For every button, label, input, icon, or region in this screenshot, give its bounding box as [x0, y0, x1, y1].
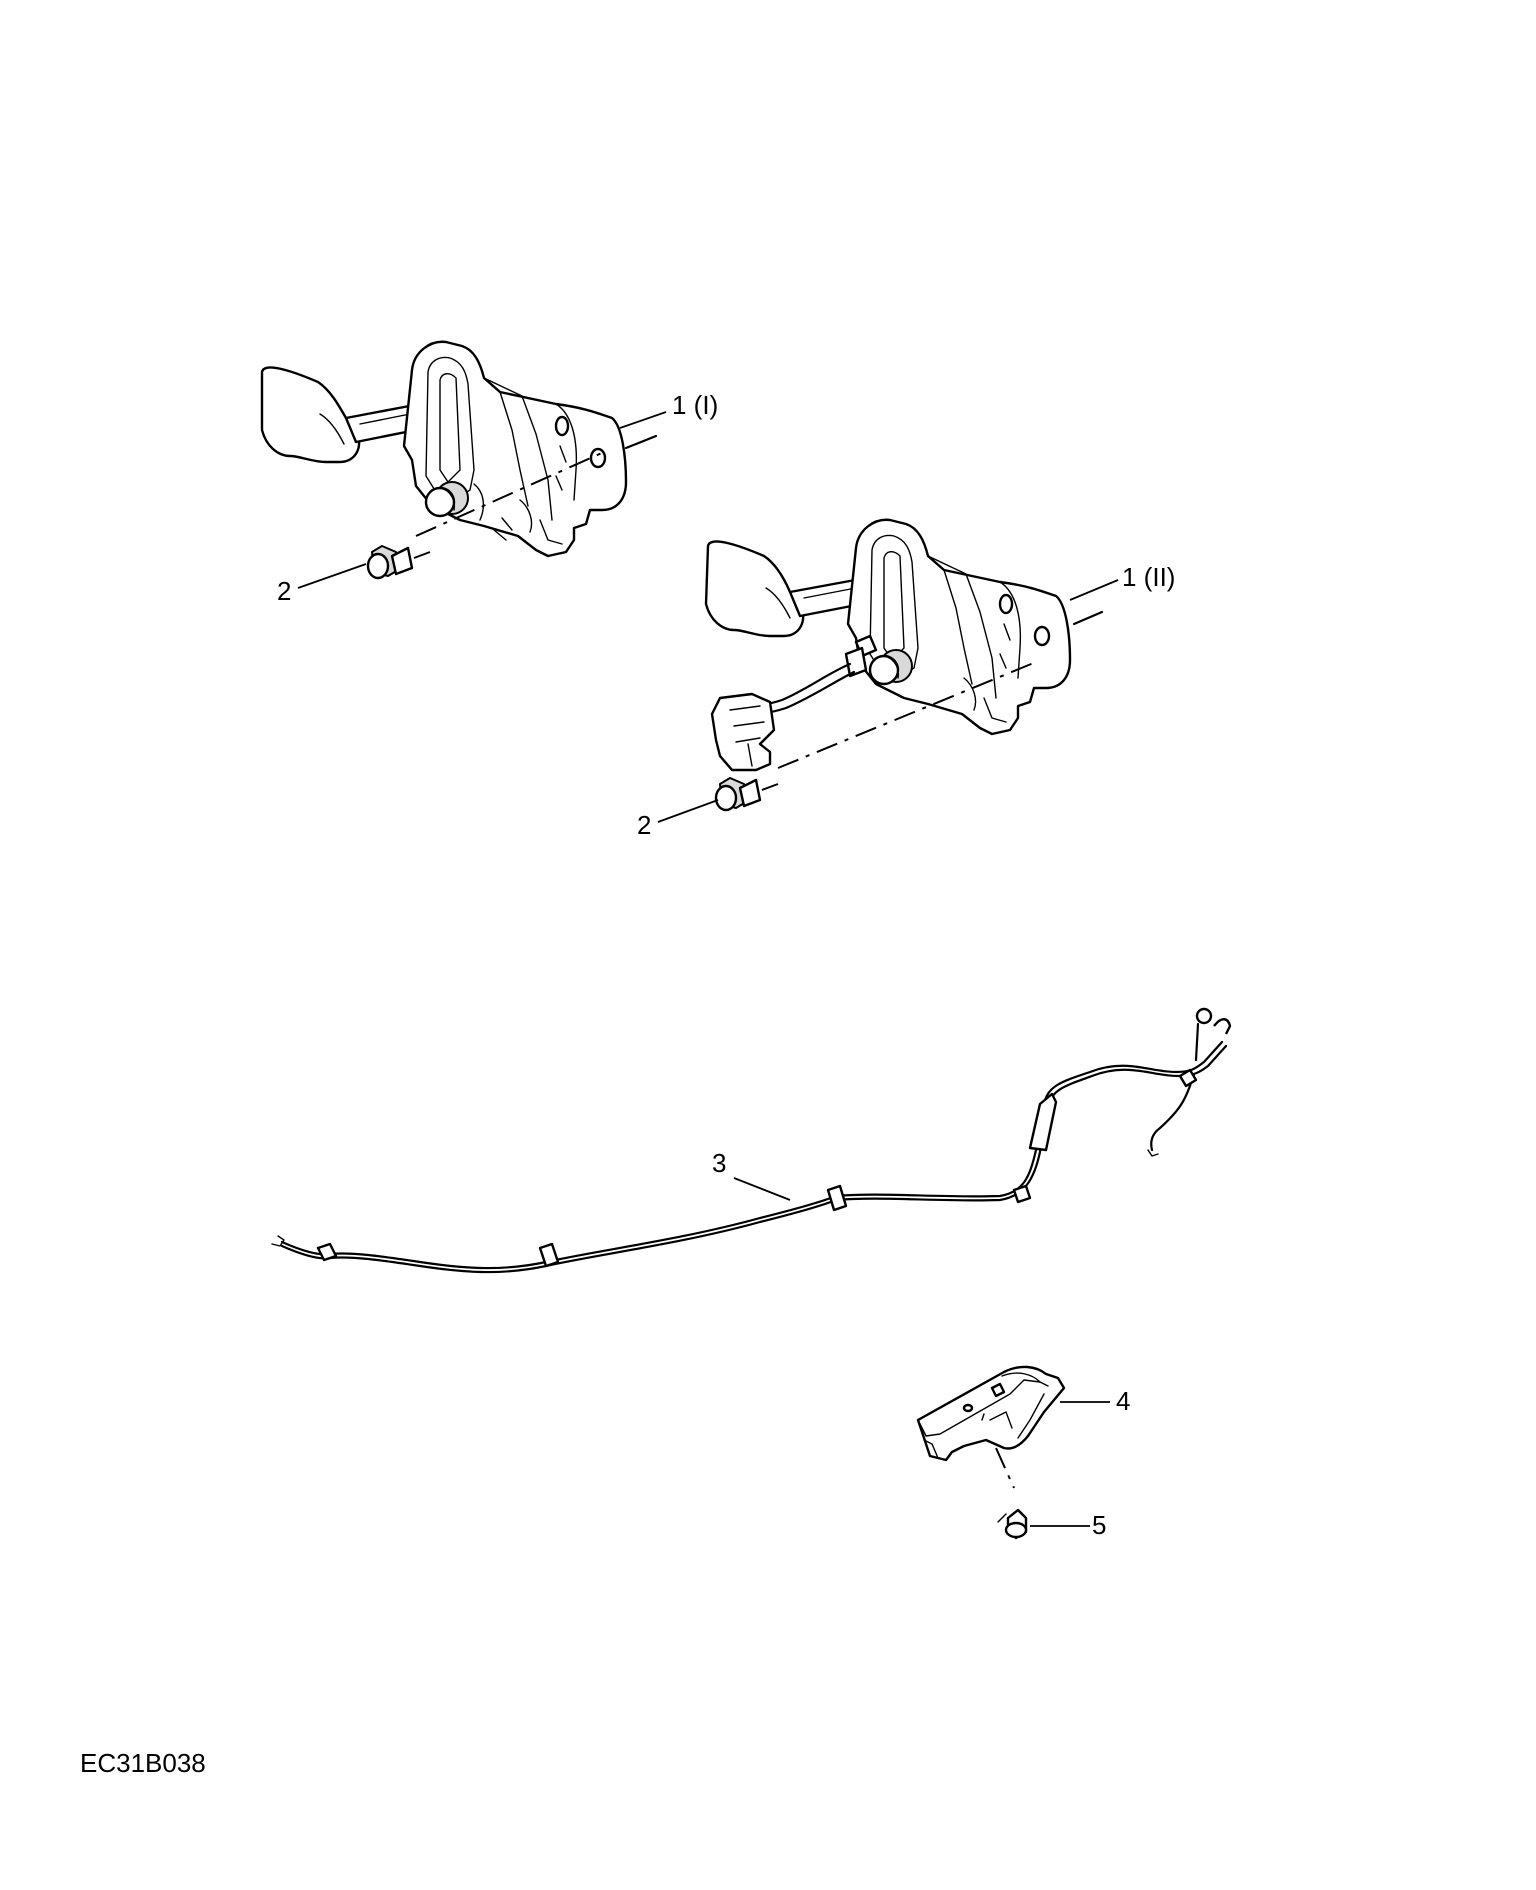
callout-5: 5 — [1092, 1510, 1106, 1540]
drawing-code: EC31B038 — [80, 1748, 206, 1778]
callout-2-lower: 2 — [637, 810, 651, 840]
bolt-2-upper — [366, 545, 431, 580]
callout-1-ii: 1 (II) — [1122, 562, 1175, 592]
release-cable — [271, 1007, 1232, 1274]
hood-latch-assembly-1 — [260, 340, 658, 580]
release-handle — [916, 1365, 1066, 1489]
screw-5 — [997, 1508, 1028, 1540]
hood-latch-assembly-2 — [704, 518, 1104, 812]
callout-1-i: 1 (I) — [672, 390, 718, 420]
callout-2-upper: 2 — [277, 576, 291, 606]
callout-4: 4 — [1116, 1386, 1130, 1416]
bolt-2-lower — [714, 777, 779, 812]
callout-3: 3 — [712, 1148, 726, 1178]
